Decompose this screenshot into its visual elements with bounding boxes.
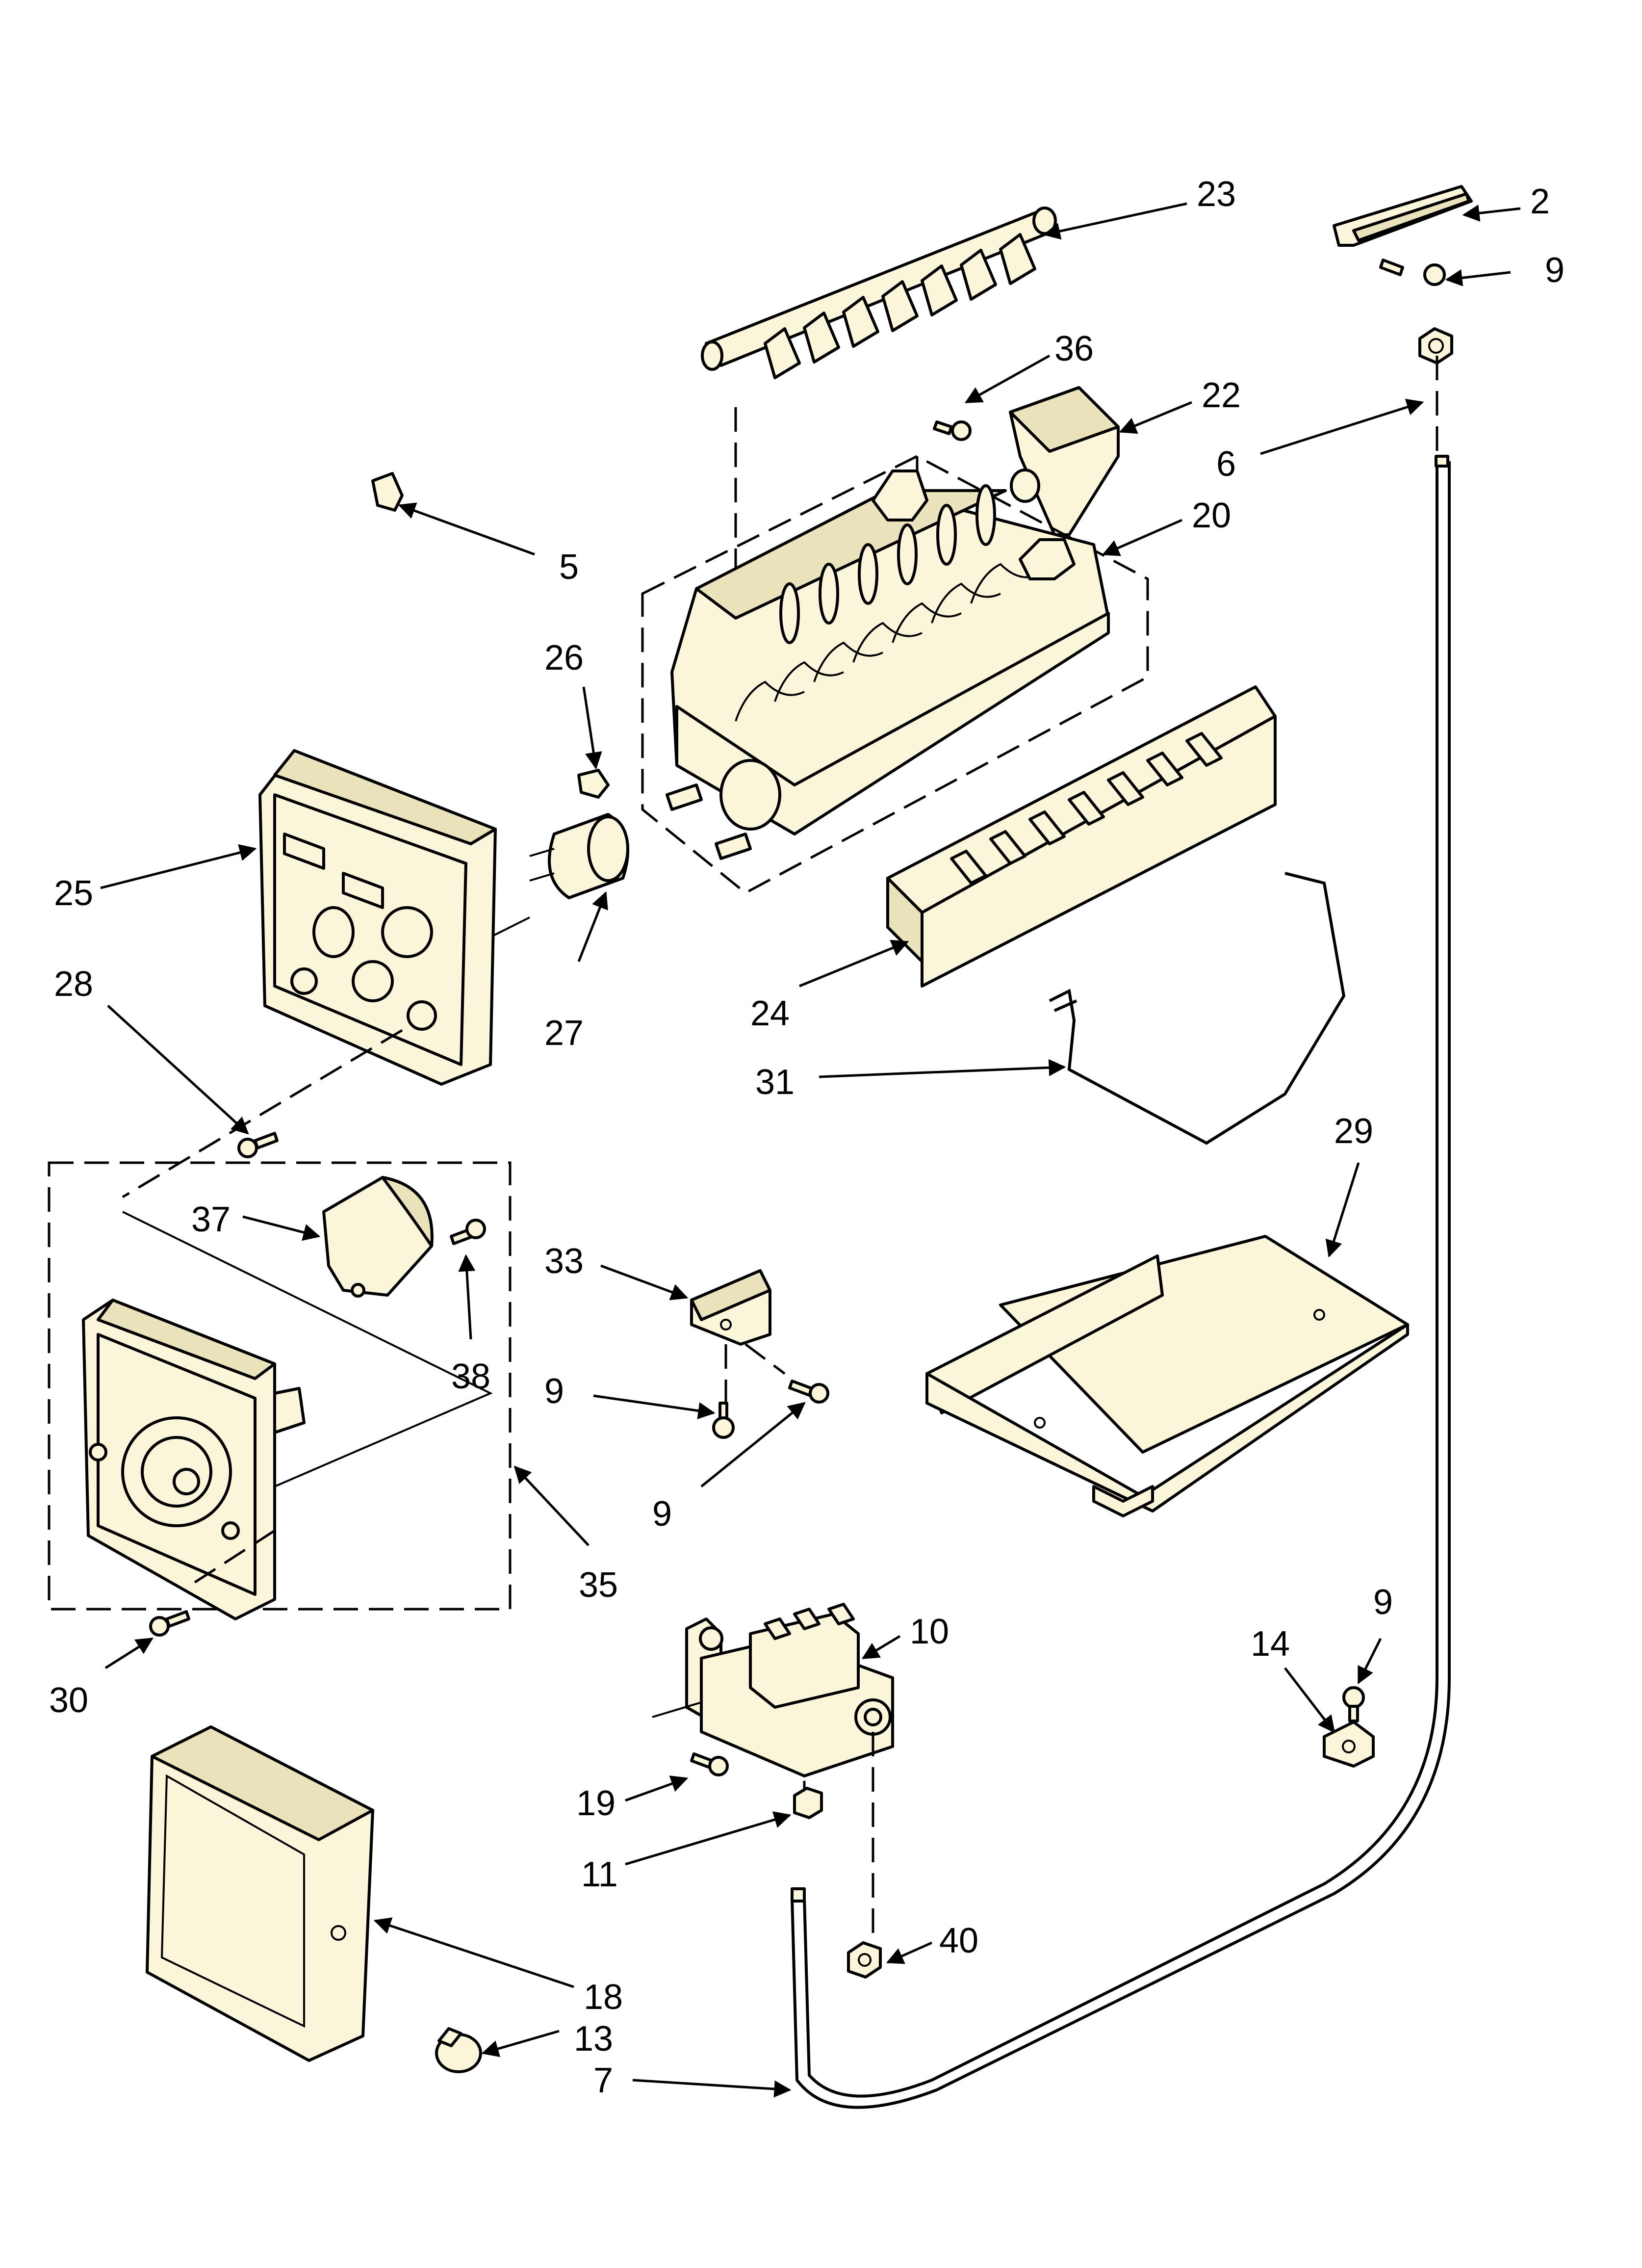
screw-part-30 — [149, 1610, 190, 1637]
screw-part-19 — [690, 1752, 729, 1776]
callout-labels: 23 2 9 36 22 6 5 20 26 25 27 28 24 31 29… — [49, 175, 1565, 2100]
nut-part-40 — [847, 1941, 882, 1979]
callout-36: 36 — [1054, 329, 1094, 368]
callout-18: 18 — [584, 1978, 623, 2017]
callout-19: 19 — [576, 1784, 616, 1823]
motor-part-37 — [322, 1176, 434, 1298]
nut-part-11 — [793, 1787, 823, 1819]
callout-7: 7 — [593, 2061, 613, 2100]
screw-part-9-mid-a — [712, 1402, 735, 1439]
callout-9: 9 — [544, 1372, 564, 1411]
callout-9: 9 — [1545, 251, 1565, 290]
callout-26: 26 — [544, 638, 584, 678]
stripper-part-24 — [886, 685, 1277, 988]
fill-tube-part-7 — [791, 455, 1451, 2109]
callout-9: 9 — [652, 1494, 672, 1534]
callout-37: 37 — [191, 1200, 231, 1239]
screw-part-28 — [237, 1132, 279, 1158]
callout-24: 24 — [750, 994, 790, 1033]
callout-38: 38 — [451, 1357, 490, 1396]
ice-mold-part-20 — [666, 469, 1110, 860]
callout-35: 35 — [579, 1565, 618, 1605]
callout-25: 25 — [54, 874, 93, 913]
motor-housing-part-25 — [258, 749, 497, 1086]
callout-29: 29 — [1334, 1112, 1373, 1151]
callout-27: 27 — [544, 1014, 584, 1053]
ejector-shaft-part — [701, 207, 1057, 379]
leader-lines — [100, 202, 1521, 2098]
thermostat-part-27 — [529, 813, 629, 899]
callout-14: 14 — [1251, 1624, 1290, 1664]
clip-part-5 — [371, 472, 404, 512]
screw-part-38 — [450, 1219, 486, 1245]
callout-30: 30 — [49, 1681, 88, 1720]
callout-10: 10 — [910, 1612, 949, 1651]
callout-5: 5 — [559, 547, 579, 587]
screw-part-9-top — [1379, 259, 1446, 286]
callout-28: 28 — [54, 965, 93, 1004]
callout-23: 23 — [1197, 175, 1236, 214]
nut-part-6 — [1418, 327, 1453, 365]
callout-33: 33 — [544, 1242, 584, 1281]
callout-11: 11 — [581, 1855, 618, 1894]
callout-13: 13 — [574, 2019, 613, 2059]
callout-9: 9 — [1373, 1583, 1393, 1622]
callout-31: 31 — [755, 1063, 795, 1102]
callout-22: 22 — [1202, 376, 1241, 415]
cover-part-18 — [146, 1725, 374, 2062]
screw-part-36 — [933, 420, 972, 441]
water-valve-part-10 — [652, 1603, 894, 1777]
screw-part-9-mid-b — [788, 1380, 829, 1404]
callout-6: 6 — [1216, 444, 1236, 484]
bracket-part-33 — [690, 1269, 771, 1346]
part-26 — [577, 769, 610, 799]
cover-plate-part-29 — [925, 1235, 1409, 1517]
screw-part-9-right — [1342, 1686, 1365, 1722]
shutoff-arm-part-31 — [1049, 872, 1346, 1145]
callout-20: 20 — [1192, 496, 1231, 535]
motor-plate-module — [82, 1299, 306, 1620]
plug-part-13 — [435, 2027, 482, 2073]
bracket-part-2 — [1333, 185, 1473, 247]
fill-cup-part-22 — [1009, 386, 1120, 536]
callout-2: 2 — [1530, 182, 1550, 221]
callout-40: 40 — [939, 1921, 978, 1960]
